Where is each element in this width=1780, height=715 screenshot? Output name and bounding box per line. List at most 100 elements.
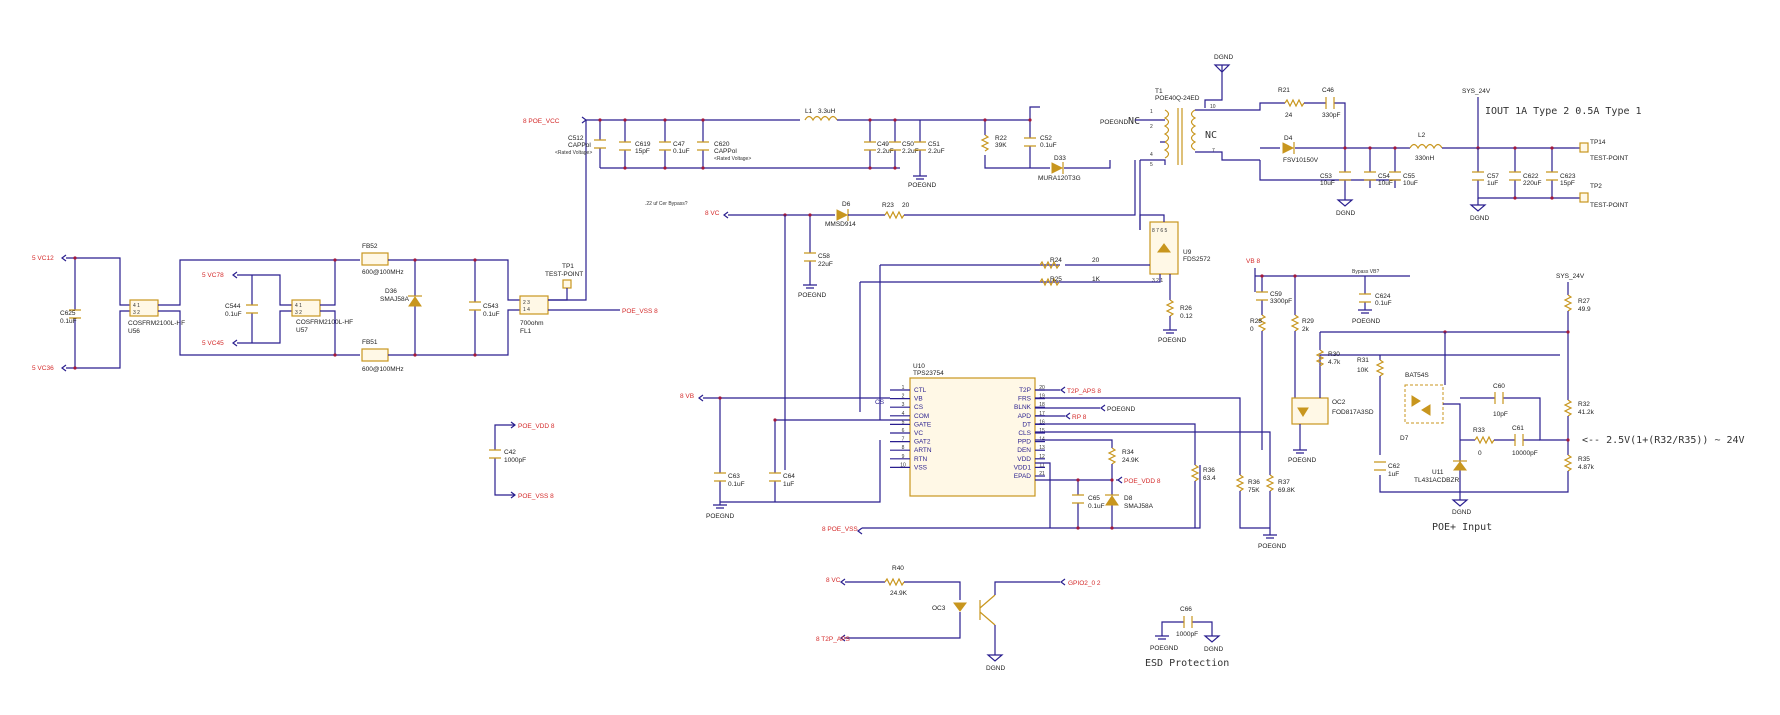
feedback-section: VB 8 Bypass VB? C59 3300pF R28 0 R29 2k … [1246,258,1745,533]
oc3-led [953,602,967,612]
c54-symbol [1364,171,1376,181]
c51-ref: C51 [928,141,940,148]
r27-value: 49.9 [1578,306,1591,313]
r24-ref: R24 [1050,257,1062,264]
net-gpio-label: GPIO2_0 2 [1068,580,1101,587]
fb51-ref: FB51 [362,339,378,346]
c52-ref: C52 [1040,135,1052,142]
poegnd-r26: POEGND [1158,337,1186,344]
c49-symbol [864,141,876,151]
c42-value: 1000pF [504,457,526,464]
r31-ref: R31 [1357,357,1369,364]
fl1-filter [519,295,549,315]
u10-pin-number: 7 [902,437,905,443]
d36-tvs-diode [408,296,422,307]
c55-value: 10uF [1403,180,1418,187]
u11-shunt-regulator [1453,461,1467,471]
c64-ref: C64 [783,473,795,480]
d6-part: MMSD914 [825,221,856,228]
u11-ref: U11 [1432,469,1444,476]
c543-symbol [469,301,481,311]
poegnd-esd: POEGND [1150,645,1178,652]
d4-schottky-diode [1282,142,1295,154]
c58-ref: C58 [818,253,830,260]
r30-resistor [1315,349,1325,367]
u10-pin-number: 1 [902,385,905,391]
esd-note: ESD Protection [1145,658,1229,669]
r40-value: 24.9K [890,590,908,597]
bypass-vb-note: Bypass VB? [1352,269,1379,275]
u10-part: TPS23754 [913,370,944,377]
u10-pin-ctl: CTL [914,387,927,394]
fb52-bead [361,252,389,266]
c57-symbol [1472,171,1484,181]
r25-resistor [1039,277,1060,287]
c50-ref: C50 [902,141,914,148]
c624-symbol [1359,293,1371,303]
u10-pin-vdd: VDD [1017,456,1031,463]
l1-inductor [804,115,838,122]
ground-symbol [1155,635,1169,640]
c623-symbol [1546,171,1558,181]
u56-ref: U56 [128,328,140,335]
u10-pin-artn: ARTN [914,447,932,454]
r27-resistor [1563,294,1573,312]
t1-ref: T1 [1155,88,1163,95]
c65-symbol [1072,494,1084,504]
d33-ref: D33 [1054,155,1066,162]
poegnd-oc2: POEGND [1288,457,1316,464]
dgnd-symbol [1213,64,1231,73]
r28-ref: R28 [1250,318,1262,325]
u10-pin-number: 6 [902,428,905,434]
r34-resistor [1107,447,1117,465]
svg-text:4 1: 4 1 [295,303,302,309]
net-poe-vss-left-label: POE_VSS 8 [518,493,554,500]
r37-ref: R37 [1278,479,1290,486]
l1-value: 3.3uH [818,108,836,115]
u10-pin-number: 15 [1039,428,1045,434]
c63-symbol [714,472,726,482]
net-poe-vss-right-label: POE_VSS 8 [622,308,658,315]
c620-polar-cap [697,141,709,151]
c623-value: 15pF [1560,180,1575,187]
tp14-ref: TP14 [1590,139,1606,146]
c66-value: 1000pF [1176,631,1198,638]
c61-value: 10000pF [1512,450,1538,457]
c64-symbol [769,472,781,482]
r26-value: 0.12 [1180,313,1193,320]
dgnd-oc3: DGND [986,665,1005,672]
u10-pin-cs: CS [914,404,924,411]
tp2-part: TEST-POINT [1590,202,1628,209]
c59-ref: C59 [1270,291,1282,298]
c619-symbol [619,141,631,151]
r36-resistor [1190,464,1200,482]
r36-value: 63.4 [1203,475,1216,482]
poe-input-note: POE+ Input [1432,522,1492,533]
ground-symbol [803,284,817,289]
u57-part: COSFRM2100L-HF [296,319,353,326]
r36b-ref: R36 [1248,479,1260,486]
u10-pin-number: 9 [902,454,905,460]
c54-ref: C54 [1378,173,1390,180]
d36-part: SMAJ58A [380,296,410,303]
d33-part: MURA120T3G [1038,175,1081,182]
u9-part: FDS2572 [1183,256,1211,263]
c47-symbol [659,141,671,151]
c61-ref: C61 [1512,425,1524,432]
c50-value: 2.2uF [902,148,919,155]
c46-value: 330pF [1322,112,1340,119]
poegnd-t1: POEGND [1100,119,1128,126]
r25-ref: R25 [1050,276,1062,283]
dgnd-l2b: DGND [1470,215,1489,222]
u10-pin-vb: VB [914,396,923,403]
u10-ref: U10 [913,363,925,370]
c620-value: CAPPol [714,148,737,155]
svg-text:7: 7 [1212,148,1215,154]
c622-polar-cap [1509,171,1521,181]
r28-resistor [1257,314,1267,332]
d6-ref: D6 [842,201,851,208]
c60-ref: C60 [1493,383,1505,390]
c57-ref: C57 [1487,173,1499,180]
svg-text:3 2: 3 2 [295,310,302,316]
svg-text:8 7 6 5: 8 7 6 5 [1152,228,1168,234]
